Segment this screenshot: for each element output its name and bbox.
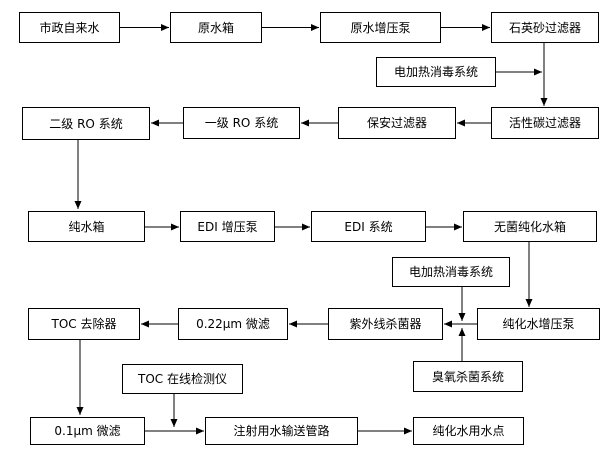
- node-electric-heat-disinfection-2: 电加热消毒系统: [392, 257, 510, 287]
- node-raw-water-pump: 原水增压泵: [320, 12, 441, 43]
- node-municipal-water: 市政自来水: [19, 12, 120, 43]
- node-wfi-pipeline: 注射用水输送管路: [205, 417, 358, 445]
- node-quartz-sand-filter: 石英砂过滤器: [491, 12, 599, 43]
- node-purified-use-point: 纯化水用水点: [413, 417, 524, 445]
- node-ro-stage1: 一级 RO 系统: [183, 107, 300, 139]
- node-micron-022-filter: 0.22μm 微滤: [178, 308, 288, 340]
- node-micron-01-filter: 0.1μm 微滤: [30, 417, 145, 445]
- node-raw-water-tank: 原水箱: [170, 12, 262, 43]
- node-ro-stage2: 二级 RO 系统: [22, 107, 150, 140]
- node-sterile-purified-tank: 无菌纯化水箱: [463, 211, 597, 242]
- node-uv-sterilizer: 紫外线杀菌器: [328, 308, 443, 340]
- node-toc-remover: TOC 去除器: [28, 308, 140, 340]
- node-toc-online-detector: TOC 在线检测仪: [122, 364, 243, 394]
- node-pure-water-tank: 纯水箱: [28, 211, 145, 242]
- node-activated-carbon-filter: 活性碳过滤器: [491, 107, 599, 139]
- node-edi-system: EDI 系统: [311, 211, 426, 242]
- node-electric-heat-disinfection-1: 电加热消毒系统: [376, 57, 496, 87]
- node-ozone-sterilization: 臭氧杀菌系统: [413, 361, 523, 392]
- node-edi-booster-pump: EDI 增压泵: [180, 211, 275, 242]
- node-purified-water-pump: 纯化水增压泵: [477, 308, 600, 340]
- node-security-filter: 保安过滤器: [338, 107, 456, 139]
